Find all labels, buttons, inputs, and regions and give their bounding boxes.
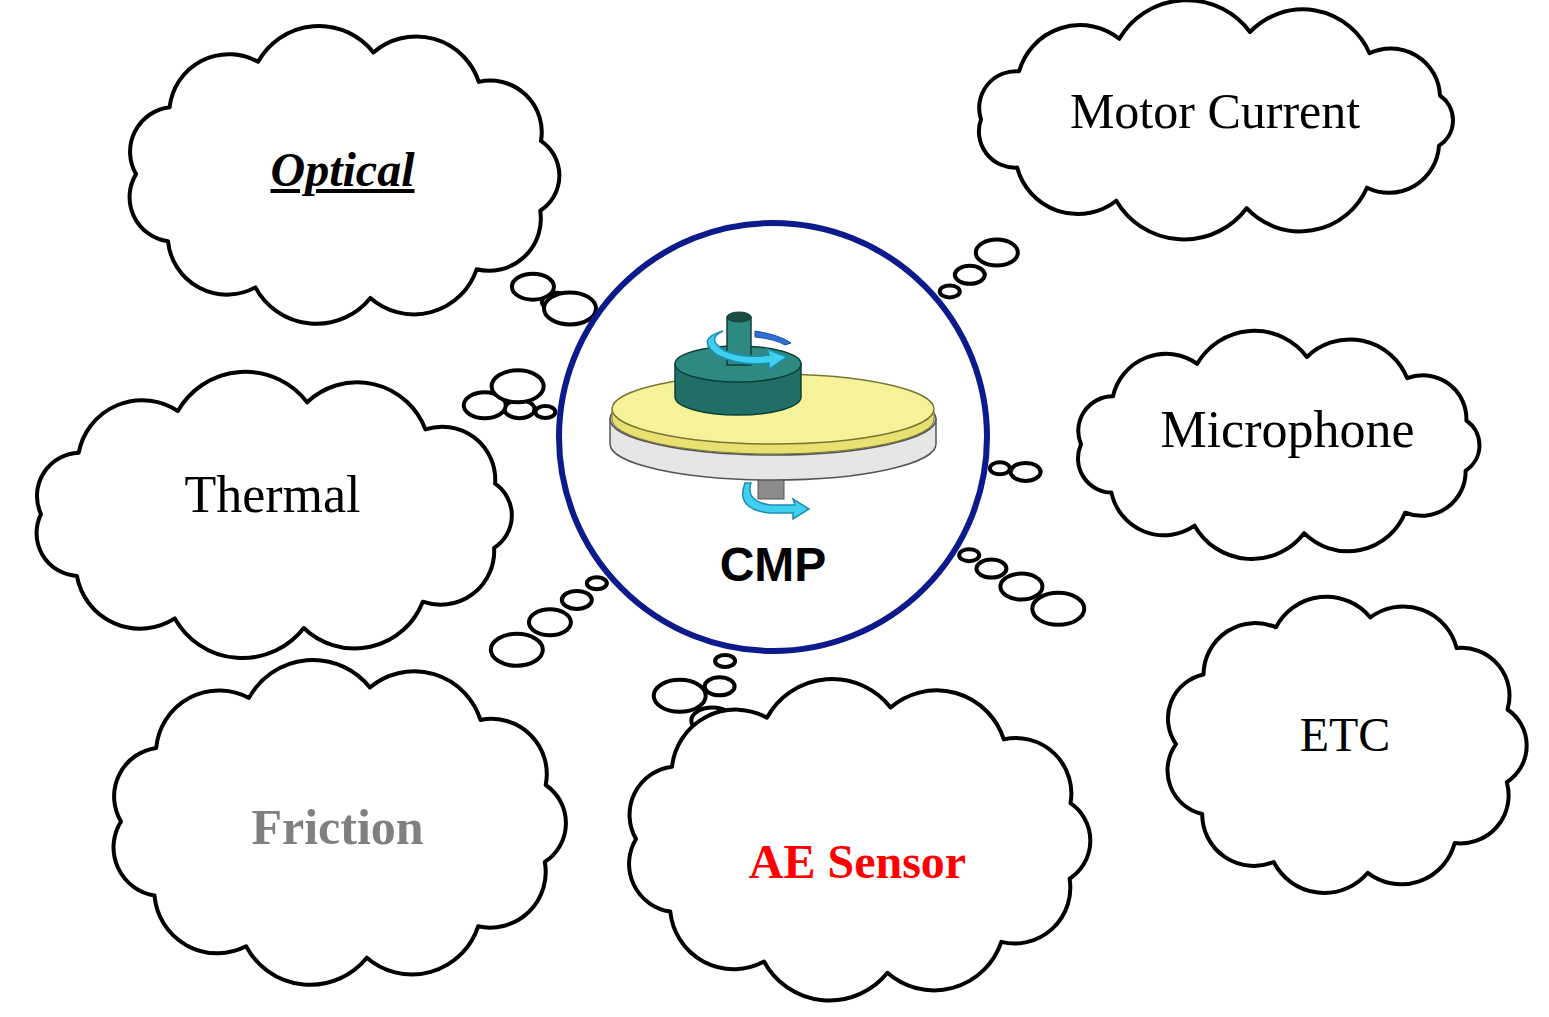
sensor-label: Thermal bbox=[184, 465, 360, 525]
thought-bubble bbox=[562, 591, 592, 609]
thought-bubble bbox=[492, 370, 544, 402]
ae-sensor-cloud: AE Sensor bbox=[610, 680, 1105, 1000]
sensor-label: ETC bbox=[1300, 707, 1391, 762]
thought-bubble bbox=[715, 655, 735, 667]
trail-route bbox=[957, 548, 1150, 662]
cloud-border bbox=[979, 0, 1453, 239]
polisher-figure bbox=[610, 312, 936, 519]
microphone-cloud: Microphone bbox=[1055, 330, 1500, 560]
trail-route bbox=[939, 235, 1025, 300]
cmp-circle: CMP bbox=[555, 219, 991, 655]
thought-bubble bbox=[1011, 463, 1041, 481]
thought-bubble bbox=[1032, 593, 1084, 625]
sensor-label: Optical bbox=[271, 142, 415, 197]
thermal-cloud: Thermal bbox=[15, 375, 530, 655]
thought-bubble bbox=[959, 549, 979, 561]
trail-route bbox=[478, 574, 608, 682]
thought-bubble bbox=[955, 266, 985, 284]
thought-trail bbox=[986, 462, 1055, 481]
thought-bubble bbox=[529, 609, 571, 635]
friction-cloud: Friction bbox=[95, 660, 580, 985]
motor-current-cloud: Motor Current bbox=[955, 5, 1475, 235]
thought-bubble bbox=[1000, 574, 1042, 600]
thought-trail bbox=[478, 574, 608, 682]
optical-cloud: Optical bbox=[110, 25, 575, 325]
cloud-border bbox=[37, 372, 512, 658]
sensor-label: Friction bbox=[251, 799, 423, 857]
thought-bubble bbox=[587, 577, 607, 589]
cloud-border bbox=[114, 660, 566, 985]
thought-bubble bbox=[990, 462, 1010, 474]
thought-bubble bbox=[940, 285, 960, 297]
thought-bubble bbox=[512, 274, 554, 300]
sensor-label: AE Sensor bbox=[749, 834, 966, 889]
thought-bubble bbox=[544, 292, 596, 324]
cloud-border bbox=[1078, 331, 1479, 559]
etc-cloud: ETC bbox=[1150, 590, 1540, 900]
process-label: CMP bbox=[555, 537, 991, 592]
cloud-border bbox=[130, 26, 560, 324]
thought-bubble bbox=[976, 560, 1006, 578]
sensor-label: Motor Current bbox=[1070, 83, 1360, 141]
cloud-border bbox=[1168, 597, 1527, 893]
thought-bubble bbox=[976, 240, 1018, 266]
thought-bubble bbox=[654, 680, 706, 712]
sensor-label: Microphone bbox=[1160, 400, 1414, 460]
thought-trail bbox=[957, 548, 1150, 662]
cloud-border bbox=[629, 679, 1090, 1000]
thought-trail bbox=[939, 235, 1025, 300]
thought-bubble bbox=[491, 634, 543, 666]
thought-trail bbox=[512, 274, 596, 325]
thought-bubble bbox=[705, 677, 735, 695]
thought-bubble bbox=[535, 406, 555, 418]
thought-trail bbox=[464, 370, 560, 418]
